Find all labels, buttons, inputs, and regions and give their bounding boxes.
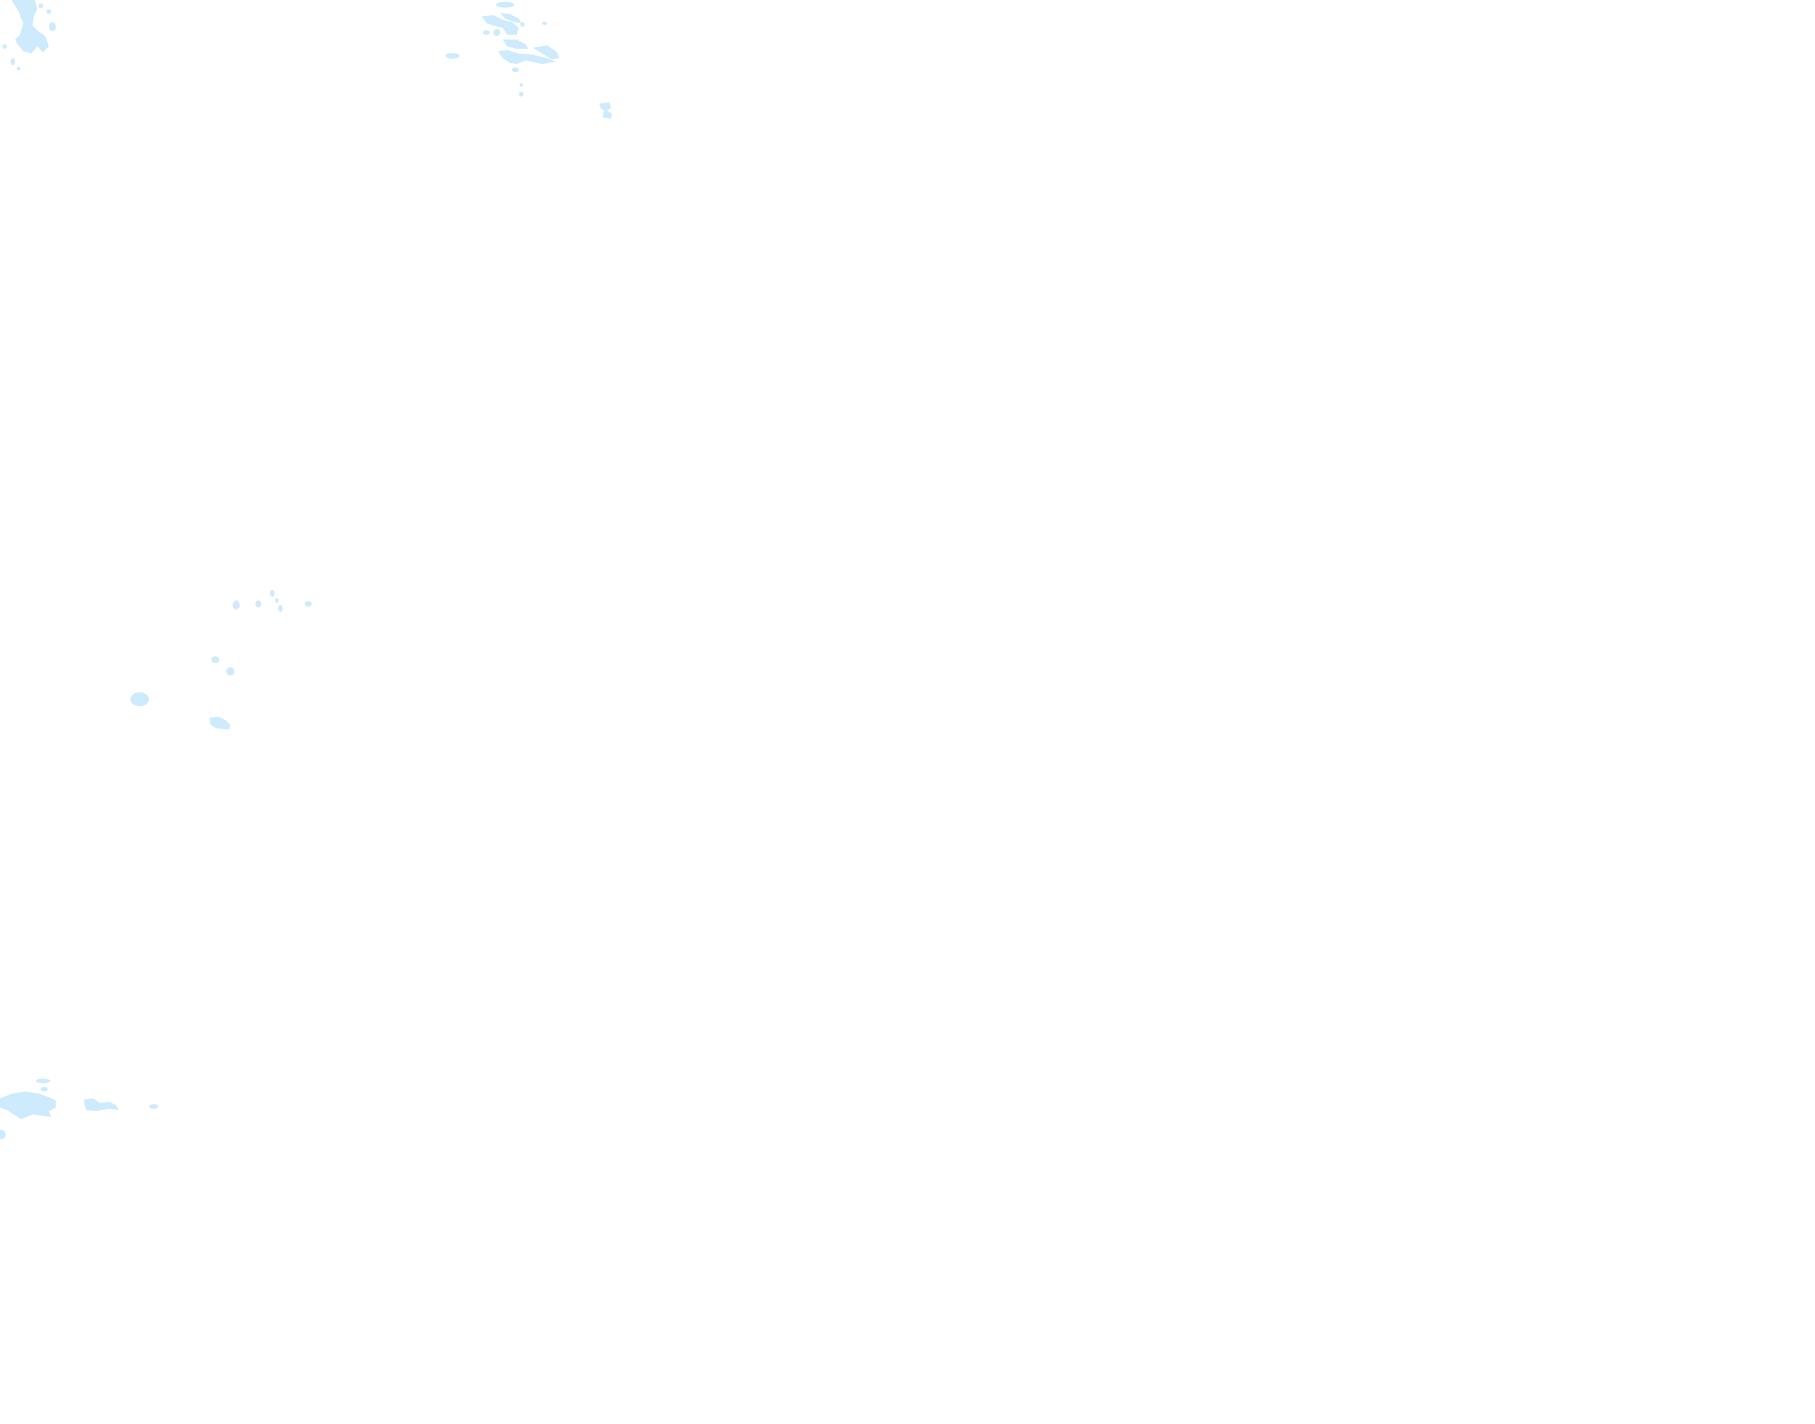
- pond: [16, 66, 21, 71]
- lake: [500, 12, 522, 24]
- pond: [38, 3, 44, 9]
- pond: [278, 605, 283, 613]
- pond: [304, 600, 312, 607]
- pond: [542, 21, 547, 26]
- pond: [519, 83, 523, 87]
- water-layer: [0, 0, 613, 1140]
- pond: [46, 9, 52, 14]
- pond: [148, 1104, 159, 1109]
- lake: [599, 102, 613, 119]
- lake: [502, 39, 529, 49]
- pond: [445, 52, 460, 59]
- pond: [232, 600, 240, 610]
- pond: [518, 91, 524, 97]
- lake: [495, 1, 515, 8]
- pond: [48, 22, 56, 32]
- lake: [83, 1098, 119, 1112]
- pond: [10, 58, 16, 66]
- lake-top-left: [11, 0, 49, 54]
- pond: [2, 44, 7, 49]
- pond: [269, 589, 275, 597]
- pond: [36, 1078, 51, 1084]
- pond: [211, 656, 220, 664]
- lake: [532, 45, 560, 60]
- pond: [226, 667, 235, 676]
- pond: [520, 22, 525, 27]
- lake: [481, 15, 519, 35]
- lake: [130, 692, 149, 707]
- lake: [209, 716, 231, 730]
- pond: [255, 600, 262, 608]
- pond: [275, 598, 279, 603]
- pond: [511, 67, 519, 73]
- pond: [40, 1086, 48, 1092]
- lake-bottom-left: [0, 1091, 56, 1120]
- pond: [482, 30, 490, 35]
- lake: [497, 50, 557, 64]
- pond: [493, 29, 501, 37]
- pond: [0, 1129, 6, 1140]
